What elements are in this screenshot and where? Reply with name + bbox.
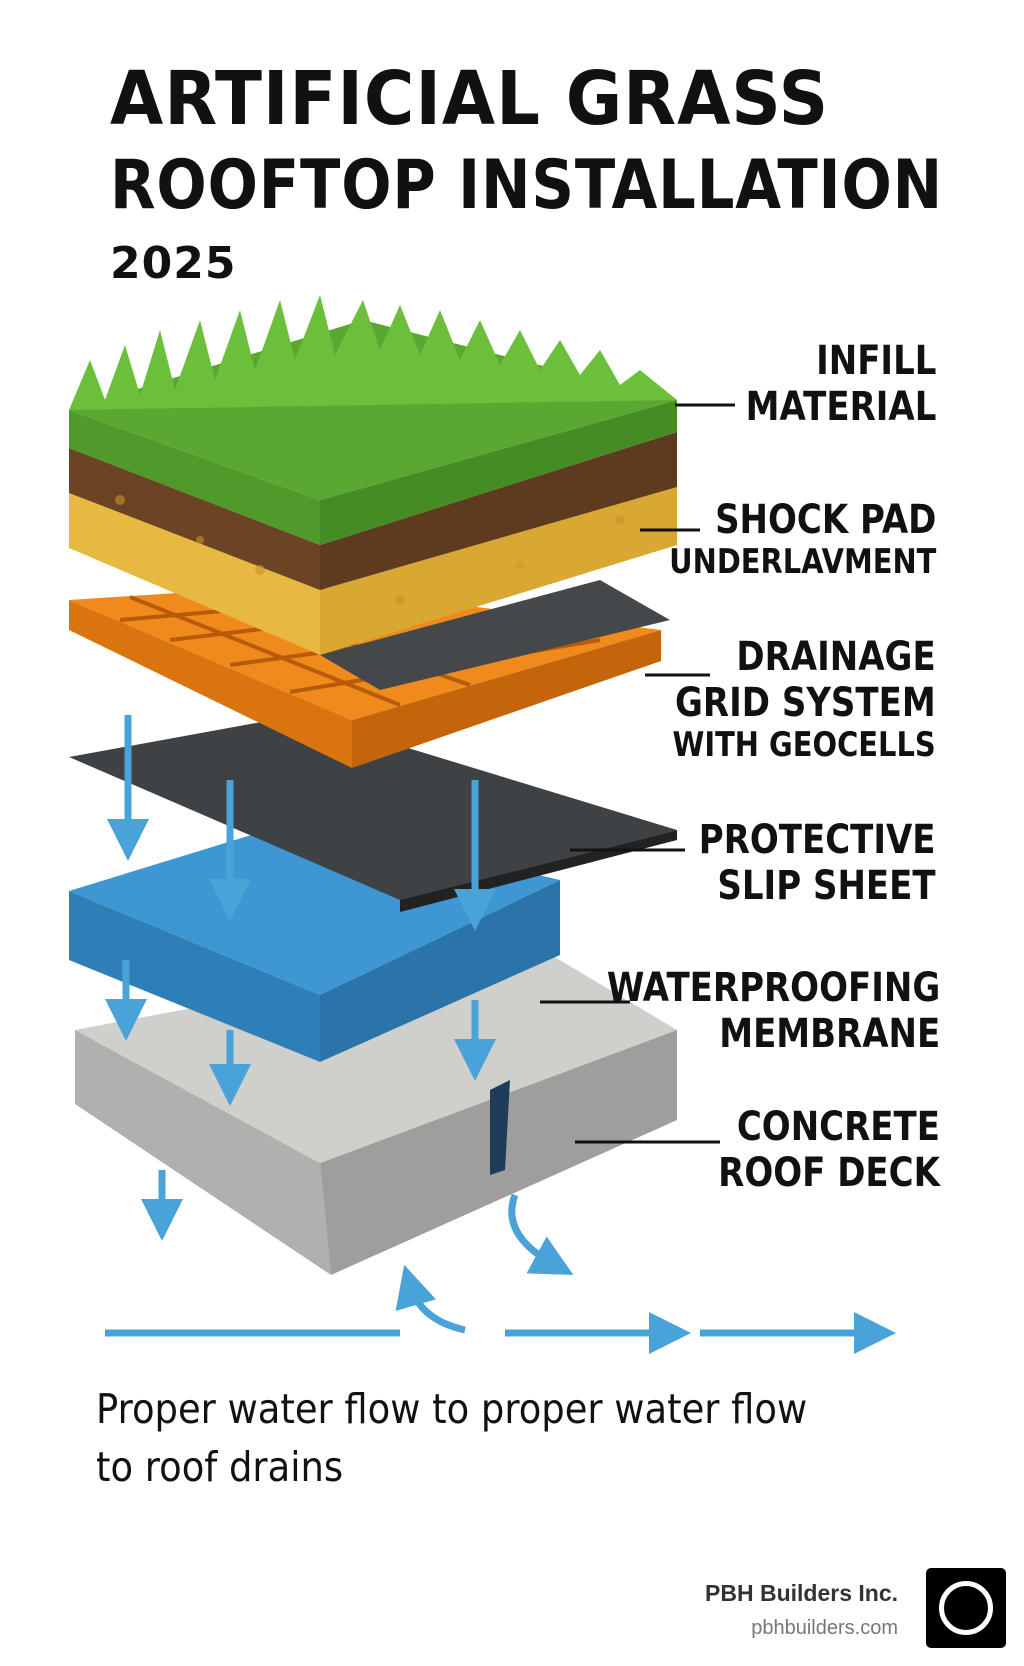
label-line: SHOCK PAD bbox=[714, 497, 936, 543]
title-line-1: ARTIFICIAL GRASS bbox=[110, 56, 830, 142]
company-name: PBH Builders Inc. bbox=[705, 1580, 898, 1606]
water-flow-arrows bbox=[105, 715, 896, 1354]
caption-line: to roof drains bbox=[96, 1443, 344, 1491]
company-logo-icon bbox=[926, 1568, 1006, 1648]
label-line: DRAINAGE bbox=[736, 634, 936, 680]
label-line: GRID SYSTEM bbox=[675, 680, 936, 726]
grass-block bbox=[69, 295, 677, 655]
title-line-2: ROOFTOP INSTALLATION bbox=[110, 146, 943, 225]
label-slip-sheet: PROTECTIVE SLIP SHEET bbox=[699, 817, 936, 909]
company-url: pbhbuilders.com bbox=[751, 1617, 898, 1639]
label-waterproofing-membrane: WATERPROOFING MEMBRANE bbox=[607, 965, 940, 1057]
label-line: MATERIAL bbox=[745, 384, 936, 430]
leader-lines bbox=[540, 403, 735, 1144]
label-drainage-grid: DRAINAGE GRID SYSTEM WITH GEOCELLS bbox=[673, 634, 936, 765]
caption: Proper water flow to proper water flow t… bbox=[96, 1380, 807, 1496]
label-concrete-deck: CONCRETE ROOF DECK bbox=[718, 1104, 940, 1196]
label-line: WATERPROOFING bbox=[606, 965, 940, 1011]
label-line: ROOF DECK bbox=[718, 1150, 940, 1196]
concrete-roof-deck bbox=[75, 944, 677, 1275]
label-line: CONCRETE bbox=[736, 1104, 940, 1150]
label-line: WITH GEOCELLS bbox=[672, 725, 936, 765]
caption-line: Proper water flow to proper water flow bbox=[96, 1385, 808, 1433]
label-line: MEMBRANE bbox=[719, 1011, 940, 1057]
label-shock-pad: SHOCK PAD UNDERLAVMENT bbox=[669, 497, 936, 582]
year: 2025 bbox=[110, 238, 237, 289]
company-info: PBH Builders Inc. pbhbuilders.com bbox=[705, 1580, 898, 1640]
label-line: SLIP SHEET bbox=[717, 863, 936, 909]
label-line: PROTECTIVE bbox=[699, 817, 936, 863]
label-infill-material: INFILL MATERIAL bbox=[745, 338, 936, 430]
underlay-sheet bbox=[320, 580, 670, 690]
label-line: UNDERLAVMENT bbox=[668, 542, 936, 582]
label-line: INFILL bbox=[815, 338, 936, 384]
